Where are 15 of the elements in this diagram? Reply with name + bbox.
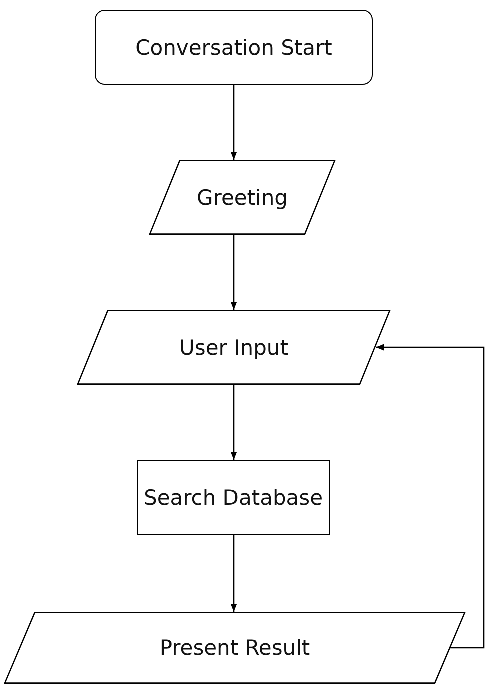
arrow — [376, 344, 485, 649]
process-box — [137, 460, 330, 535]
input-output-box — [78, 310, 390, 385]
arrow — [230, 235, 238, 310]
node-label: Greeting — [197, 186, 288, 210]
node-label: User Input — [180, 336, 288, 360]
arrow — [230, 85, 238, 160]
node-label: Present Result — [160, 636, 310, 660]
node-label: Search Database — [144, 486, 324, 510]
start-box — [95, 10, 373, 85]
arrow — [230, 385, 238, 460]
node-label: Conversation Start — [136, 36, 332, 60]
arrow — [230, 535, 238, 612]
input-output-box — [5, 612, 465, 684]
input-output-box — [150, 160, 335, 235]
